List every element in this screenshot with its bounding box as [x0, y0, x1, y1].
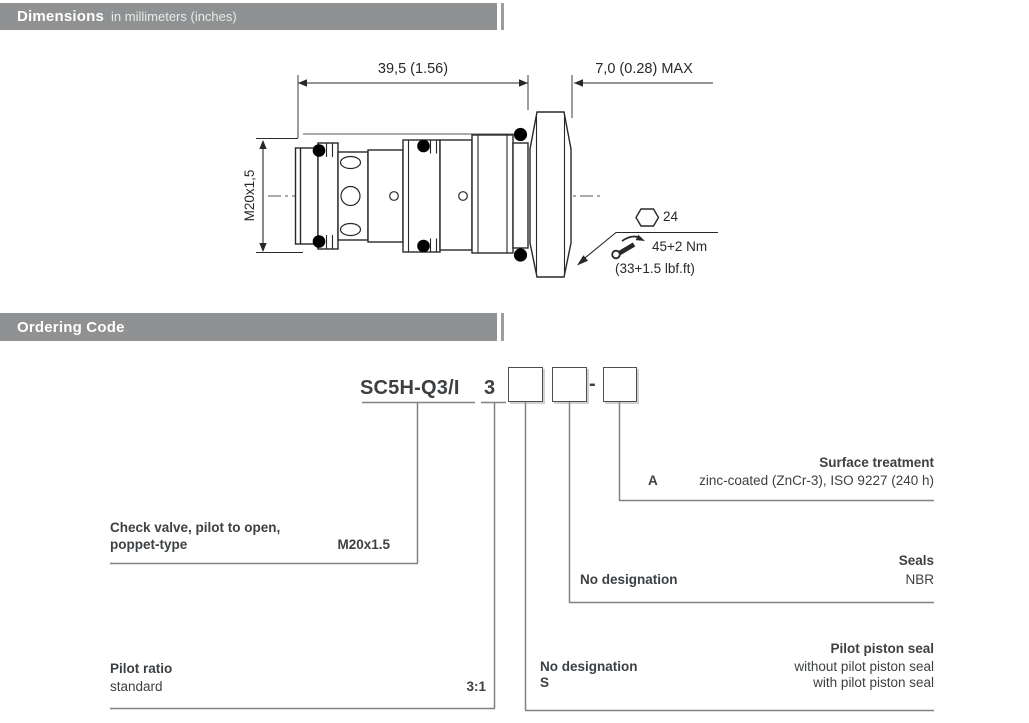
- dimension-arrows: [259, 79, 583, 252]
- valve-thread-value: M20x1.5: [337, 537, 390, 552]
- seals-desc: NBR: [905, 572, 934, 587]
- dim-hex-max-label: 7,0 (0.28) MAX: [595, 61, 693, 77]
- code-box-seals: [552, 367, 587, 402]
- code-box-pilot-piston-seal: [508, 367, 543, 402]
- surface-treatment-code: A: [648, 473, 658, 488]
- leader-arrowhead: [577, 255, 588, 266]
- seals-title: Seals: [898, 553, 934, 568]
- valve-technical-drawing: [256, 75, 718, 278]
- pilot-ratio-code: standard: [110, 679, 163, 694]
- dimensions-header-bar: Dimensions in millimeters (inches): [0, 3, 497, 30]
- cross-holes: [339, 155, 468, 237]
- valve-type-line2: poppet-type: [110, 537, 188, 552]
- hex-nut: [529, 111, 572, 278]
- ordering-code-pilot-digit: 3: [484, 377, 496, 399]
- valve-type-line1: Check valve, pilot to open,: [110, 520, 281, 535]
- code-box-surface-treatment: [603, 367, 637, 402]
- torque-wrench-icon: [611, 234, 645, 260]
- hex-symbol-icon: [635, 208, 660, 227]
- dim-length-label: 39,5 (1.56): [377, 61, 449, 77]
- page-edge-mark: [501, 3, 504, 30]
- ordering-title: Ordering Code: [17, 318, 125, 336]
- pilot-piston-desc-2: with pilot piston seal: [813, 675, 934, 690]
- pilot-piston-desc-1: without pilot piston seal: [794, 659, 934, 674]
- torque-lbf-value: (33+1.5 lbf.ft): [615, 261, 695, 276]
- pilot-piston-seal-title: Pilot piston seal: [830, 641, 934, 656]
- pilot-piston-code-1: No designation: [540, 659, 638, 674]
- pilot-piston-code-2: S: [540, 675, 550, 690]
- pilot-ratio-value: 3:1: [466, 679, 486, 694]
- surface-treatment-title: Surface treatment: [819, 455, 934, 470]
- ordering-header-bar: Ordering Code: [0, 313, 497, 341]
- dimensions-subtitle: in millimeters (inches): [111, 9, 237, 24]
- thread-size-label: M20x1,5: [242, 169, 257, 222]
- page-edge-mark: [501, 313, 504, 341]
- o-ring-seals: [312, 127, 528, 262]
- dimensions-title: Dimensions: [17, 8, 105, 25]
- valve-body: [294, 134, 529, 254]
- seals-code: No designation: [580, 572, 678, 587]
- torque-nm-value: 45+2 Nm: [652, 239, 708, 254]
- dimension-lines: [256, 75, 713, 253]
- pilot-ratio-title: Pilot ratio: [110, 661, 173, 676]
- hex-size-value: 24: [663, 209, 679, 224]
- surface-treatment-desc: zinc-coated (ZnCr-3), ISO 9227 (240 h): [699, 473, 934, 488]
- ordering-code-base: SC5H-Q3/I: [360, 377, 460, 399]
- ordering-code-separator: -: [589, 373, 596, 395]
